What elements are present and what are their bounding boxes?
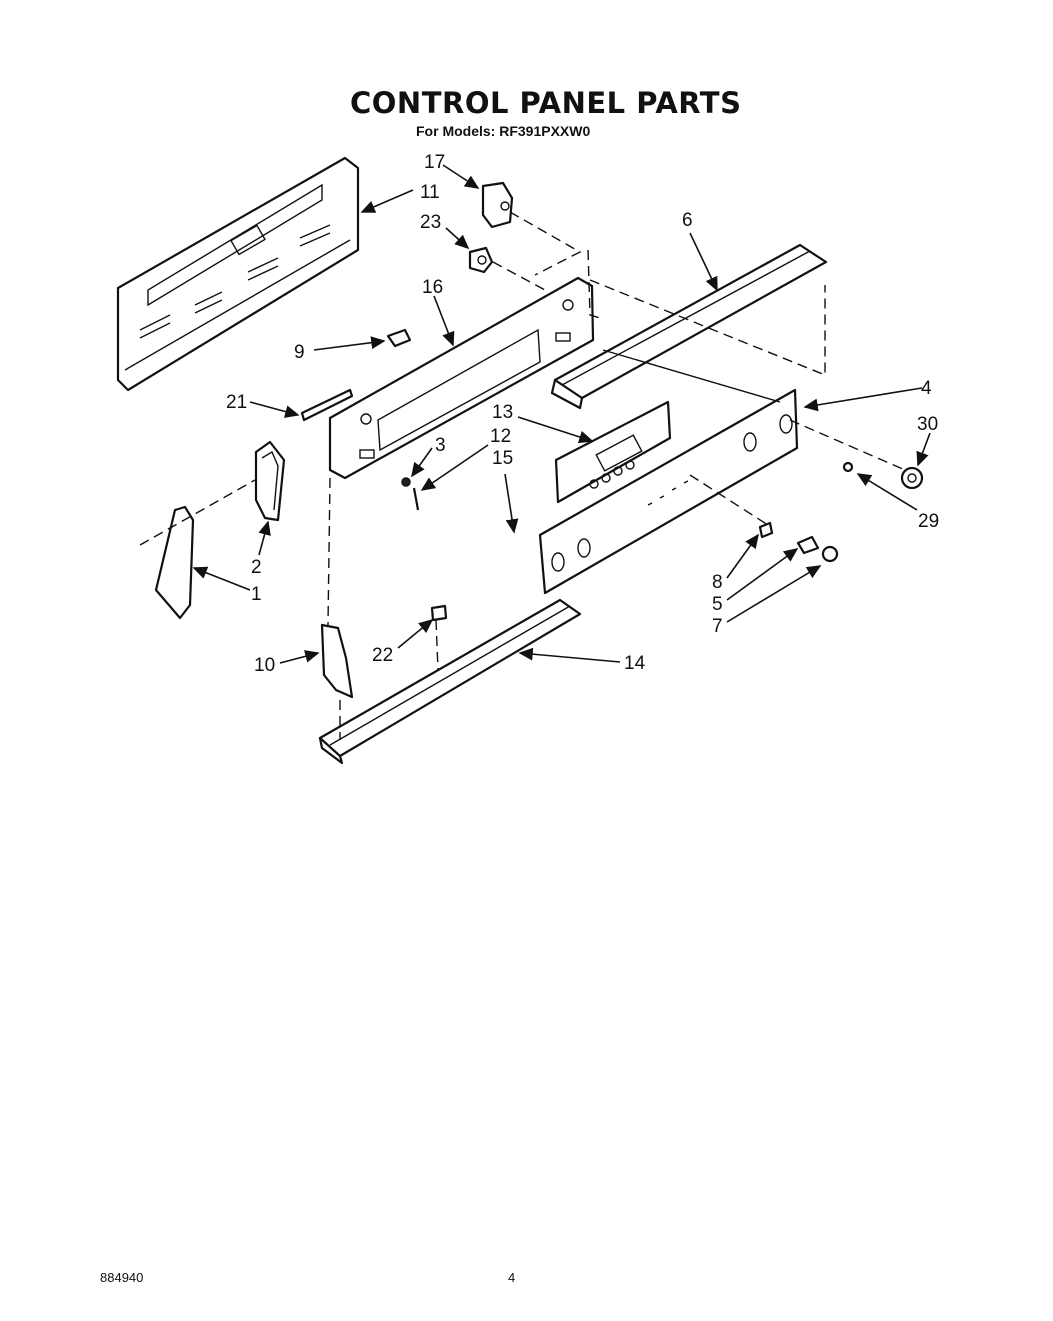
callout-6: 6 — [682, 210, 693, 231]
control-frame-part-16 — [328, 276, 595, 480]
bracket-part-9 — [386, 328, 412, 348]
clip-part-21 — [300, 388, 354, 422]
callout-21: 21 — [226, 392, 247, 413]
display-board-part-13 — [554, 400, 672, 504]
screw-part-8 — [758, 521, 774, 539]
knob-part-7 — [821, 545, 839, 563]
nut-part-29 — [842, 461, 854, 473]
rear-panel-part-11 — [116, 156, 360, 392]
callout-16: 16 — [422, 277, 443, 298]
callout-14: 14 — [624, 653, 646, 674]
page-title: CONTROL PANEL PARTS — [350, 86, 742, 120]
callout-29: 29 — [918, 511, 939, 532]
thermostat-part-23 — [468, 246, 494, 274]
callout-4: 4 — [921, 378, 932, 399]
callout-3: 3 — [435, 435, 446, 456]
callout-17: 17 — [424, 152, 445, 173]
clip-part-22 — [430, 604, 448, 622]
callout-12: 12 — [490, 426, 511, 447]
callout-30: 30 — [917, 414, 938, 435]
document-code: 884940 — [100, 1270, 144, 1285]
callout-10: 10 — [254, 655, 275, 676]
callout-22: 22 — [372, 645, 393, 666]
end-cap-part-2 — [254, 440, 286, 522]
switch-part-17 — [481, 181, 514, 229]
callout-5: 5 — [712, 594, 723, 615]
page-number: 4 — [508, 1270, 516, 1285]
shaft-part-5 — [796, 535, 820, 555]
callout-8: 8 — [712, 572, 723, 593]
callout-11: 11 — [420, 182, 440, 203]
callout-1: 1 — [251, 584, 262, 605]
bracket-part-10 — [320, 623, 354, 699]
end-cap-part-1 — [154, 505, 195, 620]
screw-part-3 — [401, 477, 411, 487]
callout-23: 23 — [420, 212, 441, 233]
bottom-trim-part-14 — [318, 598, 582, 765]
knob-part-30 — [900, 466, 924, 490]
callout-labels: 17 11 23 6 16 9 4 30 21 13 3 12 15 29 2 … — [226, 152, 939, 676]
callout-7: 7 — [712, 616, 723, 637]
callout-13: 13 — [492, 402, 513, 423]
assembly-lines — [139, 211, 906, 740]
callout-9: 9 — [294, 342, 305, 363]
callout-2: 2 — [251, 557, 262, 578]
clip-part-12 — [412, 487, 420, 511]
top-trim-part-6 — [550, 243, 828, 410]
front-panel-part-4 — [538, 388, 799, 595]
callout-15: 15 — [492, 448, 513, 469]
callout-leaders — [192, 164, 931, 664]
model-subtitle: For Models: RF391PXXW0 — [416, 123, 591, 139]
